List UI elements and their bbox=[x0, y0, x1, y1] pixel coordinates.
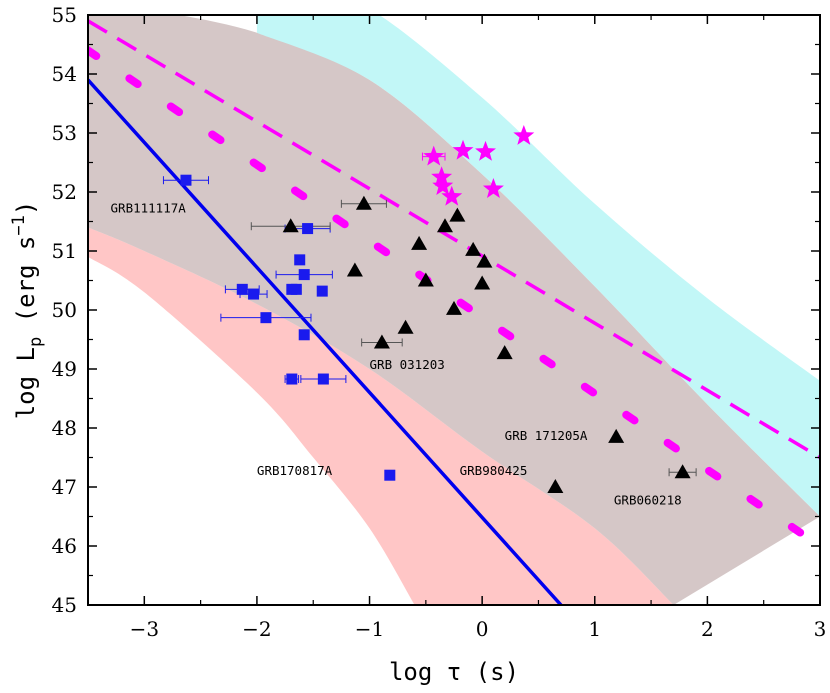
x-tick-label: 1 bbox=[588, 617, 601, 641]
y-axis-title-exp: −1 bbox=[9, 215, 29, 235]
data-markers bbox=[180, 124, 691, 493]
data-point-square bbox=[316, 285, 328, 297]
data-point-triangle bbox=[446, 300, 462, 315]
data-point-square bbox=[294, 254, 306, 266]
fit-lines bbox=[88, 19, 820, 605]
annotation-label: GRB170817A bbox=[257, 463, 333, 478]
data-point-star bbox=[423, 145, 445, 166]
y-axis-title: log Lp (erg s−1) bbox=[9, 201, 46, 420]
data-point-triangle bbox=[476, 253, 493, 268]
y-tick-label: 53 bbox=[52, 121, 77, 145]
x-axis-title: log τ (s) bbox=[389, 658, 519, 686]
data-point-triangle bbox=[674, 464, 691, 479]
annotation-label: GRB980425 bbox=[460, 463, 528, 478]
y-axis-title-unit: (erg s bbox=[12, 236, 40, 337]
y-tick-label: 55 bbox=[52, 3, 77, 27]
data-point-square bbox=[180, 174, 192, 186]
y-axis-title-sub: p bbox=[26, 337, 46, 347]
data-point-triangle bbox=[465, 241, 482, 256]
y-tick-label: 49 bbox=[52, 357, 77, 381]
magenta-dotted-fit bbox=[88, 46, 820, 550]
y-tick-label: 51 bbox=[52, 239, 77, 263]
data-point-triangle bbox=[397, 319, 414, 334]
x-tick-label: 2 bbox=[701, 617, 714, 641]
data-point-triangle bbox=[436, 218, 453, 233]
data-point-square bbox=[384, 469, 396, 481]
axis-ticks: −3 −2 −1 0 1 2 3 45 46 47 48 49 50 51 52 53 54 55 bbox=[52, 3, 827, 641]
data-point-square bbox=[236, 283, 248, 295]
data-point-star bbox=[475, 140, 496, 161]
y-tick-label: 48 bbox=[52, 416, 77, 440]
data-point-triangle bbox=[373, 334, 390, 349]
data-point-triangle bbox=[346, 262, 363, 277]
data-point-square bbox=[317, 373, 329, 385]
y-tick-label: 50 bbox=[52, 298, 77, 322]
data-point-square bbox=[298, 269, 310, 281]
y-tick-label: 52 bbox=[52, 180, 77, 204]
data-point-triangle bbox=[417, 272, 434, 287]
data-point-triangle bbox=[474, 275, 491, 290]
data-point-star bbox=[452, 139, 474, 160]
data-point-triangle bbox=[547, 479, 564, 493]
data-point-triangle bbox=[449, 207, 466, 222]
data-point-square bbox=[260, 312, 272, 324]
data-point-square bbox=[286, 373, 298, 385]
y-tick-label: 54 bbox=[52, 62, 77, 86]
data-point-triangle bbox=[608, 428, 625, 443]
data-point-triangle bbox=[355, 195, 372, 210]
y-tick-label: 47 bbox=[52, 475, 77, 499]
data-point-star bbox=[431, 166, 453, 187]
data-point-square bbox=[298, 329, 310, 341]
red-band bbox=[88, 227, 674, 605]
y-axis-title-main: log L bbox=[12, 347, 40, 419]
data-point-star bbox=[441, 185, 463, 206]
data-point-square bbox=[302, 223, 314, 235]
data-point-star bbox=[513, 124, 535, 145]
magenta-dashed-fit bbox=[88, 19, 820, 460]
y-axis-title-close: ) bbox=[12, 201, 40, 215]
data-point-triangle bbox=[496, 345, 513, 360]
data-point-triangle bbox=[411, 235, 428, 250]
annotation-label: GRB 031203 bbox=[370, 357, 445, 372]
x-tick-label: 3 bbox=[814, 617, 827, 641]
data-point-triangle bbox=[282, 218, 299, 233]
data-point-star bbox=[482, 178, 504, 198]
annotation-label: GRB060218 bbox=[614, 493, 682, 508]
y-tick-label: 46 bbox=[52, 534, 77, 558]
annotation-label: GRB 171205A bbox=[505, 428, 588, 443]
data-point-square bbox=[290, 283, 302, 295]
annotation-label: GRB111117A bbox=[111, 201, 187, 216]
y-tick-label: 45 bbox=[52, 593, 77, 617]
x-tick-label: −3 bbox=[130, 617, 159, 641]
x-tick-label: 0 bbox=[476, 617, 489, 641]
data-point-square bbox=[248, 288, 260, 300]
x-tick-label: −2 bbox=[242, 617, 271, 641]
data-point-star bbox=[432, 175, 454, 195]
x-tick-label: −1 bbox=[355, 617, 384, 641]
blue-solid-fit bbox=[88, 78, 563, 605]
